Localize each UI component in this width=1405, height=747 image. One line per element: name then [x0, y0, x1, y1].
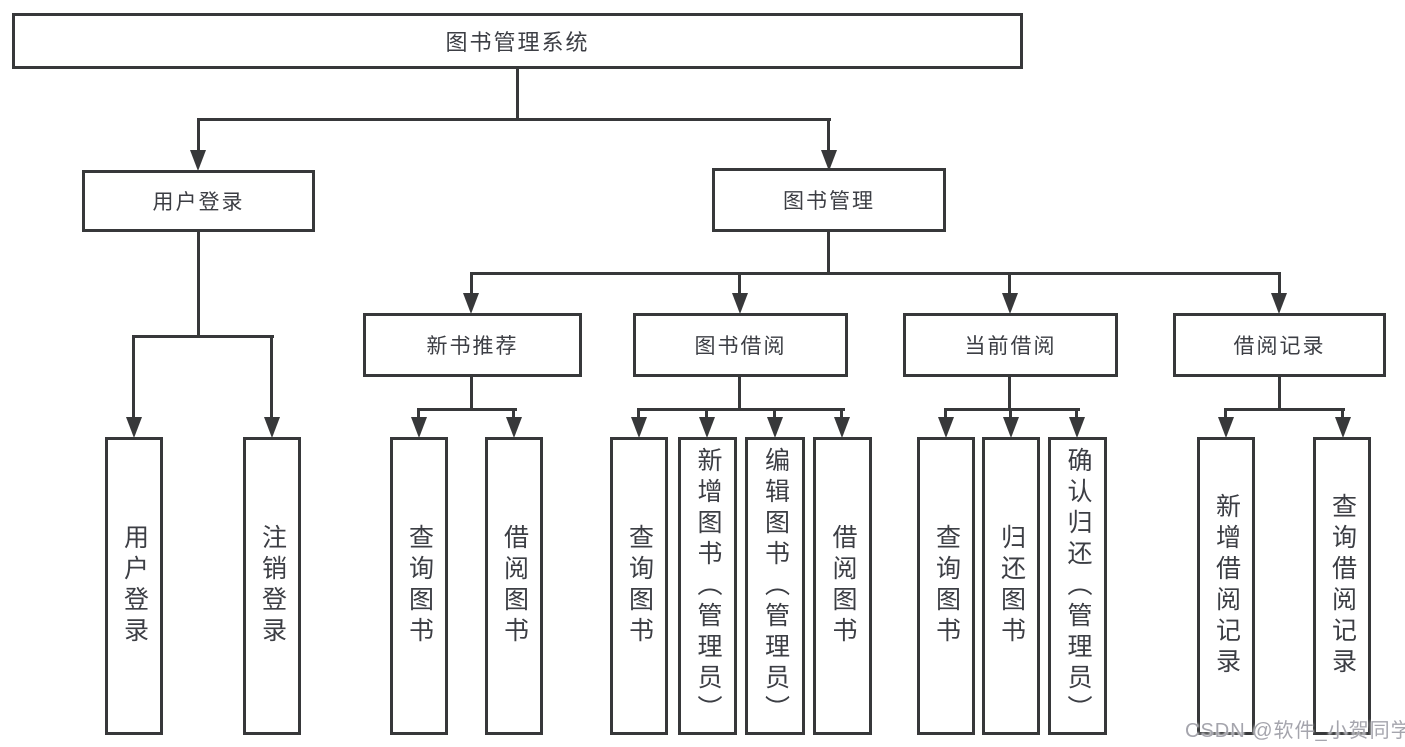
connector-line [516, 69, 519, 121]
node-user-login: 用户登录 [82, 170, 315, 232]
leaf-confirm-return-admin: 确认归还（管理员） [1048, 437, 1107, 735]
node-label: 借阅记录 [1233, 335, 1326, 358]
leaf-query-books-current: 查询图书 [917, 437, 975, 735]
connector-line [417, 408, 517, 411]
arrow-down-icon [463, 293, 479, 314]
connector-line [637, 408, 845, 411]
arrow-down-icon [732, 293, 748, 314]
node-label: 当前借阅 [964, 335, 1057, 358]
leaf-user-login: 用户登录 [105, 437, 163, 735]
node-system: 图书管理系统 [12, 13, 1023, 69]
arrow-down-icon [631, 417, 647, 438]
node-new-book-recommendation: 新书推荐 [363, 313, 582, 377]
connector-line [944, 408, 1080, 411]
node-book-borrowing: 图书借阅 [633, 313, 848, 377]
arrow-down-icon [821, 150, 837, 171]
arrow-down-icon [1003, 417, 1019, 438]
connector-line [470, 272, 473, 294]
connector-line [197, 118, 200, 150]
arrow-down-icon [411, 417, 427, 438]
arrow-down-icon [264, 417, 280, 438]
node-label: 借阅图书 [500, 524, 529, 648]
connector-line [197, 118, 831, 121]
connector-line [1008, 375, 1011, 411]
node-label: 用户登录 [152, 191, 245, 214]
arrow-down-icon [1271, 293, 1287, 314]
connector-line [1224, 408, 1227, 420]
watermark: CSDN @软件_小贺同学 [1185, 720, 1405, 742]
node-label: 新书推荐 [426, 335, 519, 358]
connector-line [773, 408, 776, 420]
connector-line [132, 335, 274, 338]
node-label: 编辑图书（管理员） [761, 446, 790, 726]
leaf-borrow-books-borrowing: 借阅图书 [813, 437, 872, 735]
node-label: 查询借阅记录 [1328, 493, 1357, 679]
arrow-down-icon [767, 417, 783, 438]
node-label: 用户登录 [120, 524, 149, 648]
leaf-query-books-borrowing: 查询图书 [610, 437, 668, 735]
connector-line [738, 272, 741, 294]
arrow-down-icon [1002, 293, 1018, 314]
connector-line [1341, 408, 1344, 420]
node-label: 查询图书 [405, 524, 434, 648]
connector-line [417, 408, 420, 420]
node-label: 确认归还（管理员） [1064, 446, 1092, 726]
leaf-return-books: 归还图书 [982, 437, 1040, 735]
connector-line [705, 408, 708, 420]
arrow-down-icon [1069, 417, 1085, 438]
connector-line [1075, 408, 1078, 420]
node-borrowing-records: 借阅记录 [1173, 313, 1386, 377]
node-label: 图书借阅 [694, 335, 787, 358]
connector-line [512, 408, 515, 420]
connector-line [132, 335, 135, 417]
arrow-down-icon [1218, 417, 1234, 438]
connector-line [270, 335, 273, 417]
connector-line [470, 272, 1281, 275]
arrow-down-icon [126, 417, 142, 438]
node-book-management: 图书管理 [712, 168, 946, 232]
arrow-down-icon [699, 417, 715, 438]
connector-line [637, 408, 640, 420]
leaf-query-borrow-record: 查询借阅记录 [1313, 437, 1371, 735]
node-current-borrowing: 当前借阅 [903, 313, 1118, 377]
node-label: 借阅图书 [829, 524, 857, 648]
connector-line [1008, 272, 1011, 294]
connector-line [827, 232, 830, 275]
arrow-down-icon [834, 417, 850, 438]
connector-line [197, 232, 200, 338]
connector-line [840, 408, 843, 420]
arrow-down-icon [190, 150, 206, 171]
connector-line [738, 375, 741, 411]
connector-line [1278, 375, 1281, 411]
node-label: 注销登录 [258, 524, 287, 648]
connector-line [1009, 408, 1012, 420]
arrow-down-icon [1335, 417, 1351, 438]
arrow-down-icon [506, 417, 522, 438]
leaf-edit-book-admin: 编辑图书（管理员） [745, 437, 805, 735]
node-label: 查询图书 [625, 524, 654, 648]
node-label: 新增图书（管理员） [694, 446, 722, 726]
leaf-borrow-books-recommend: 借阅图书 [485, 437, 543, 735]
connector-line [944, 408, 947, 420]
connector-line [1278, 272, 1281, 294]
leaf-logout: 注销登录 [243, 437, 301, 735]
arrow-down-icon [938, 417, 954, 438]
connector-line [470, 375, 473, 411]
node-label: 图书管理系统 [445, 30, 590, 55]
leaf-query-books-recommend: 查询图书 [390, 437, 448, 735]
connector-line [1224, 408, 1345, 411]
node-label: 新增借阅记录 [1212, 493, 1241, 679]
leaf-add-book-admin: 新增图书（管理员） [678, 437, 737, 735]
node-label: 归还图书 [997, 524, 1026, 648]
connector-line [827, 118, 830, 150]
leaf-add-borrow-record: 新增借阅记录 [1197, 437, 1255, 735]
node-label: 查询图书 [932, 524, 961, 648]
node-label: 图书管理 [783, 190, 875, 213]
